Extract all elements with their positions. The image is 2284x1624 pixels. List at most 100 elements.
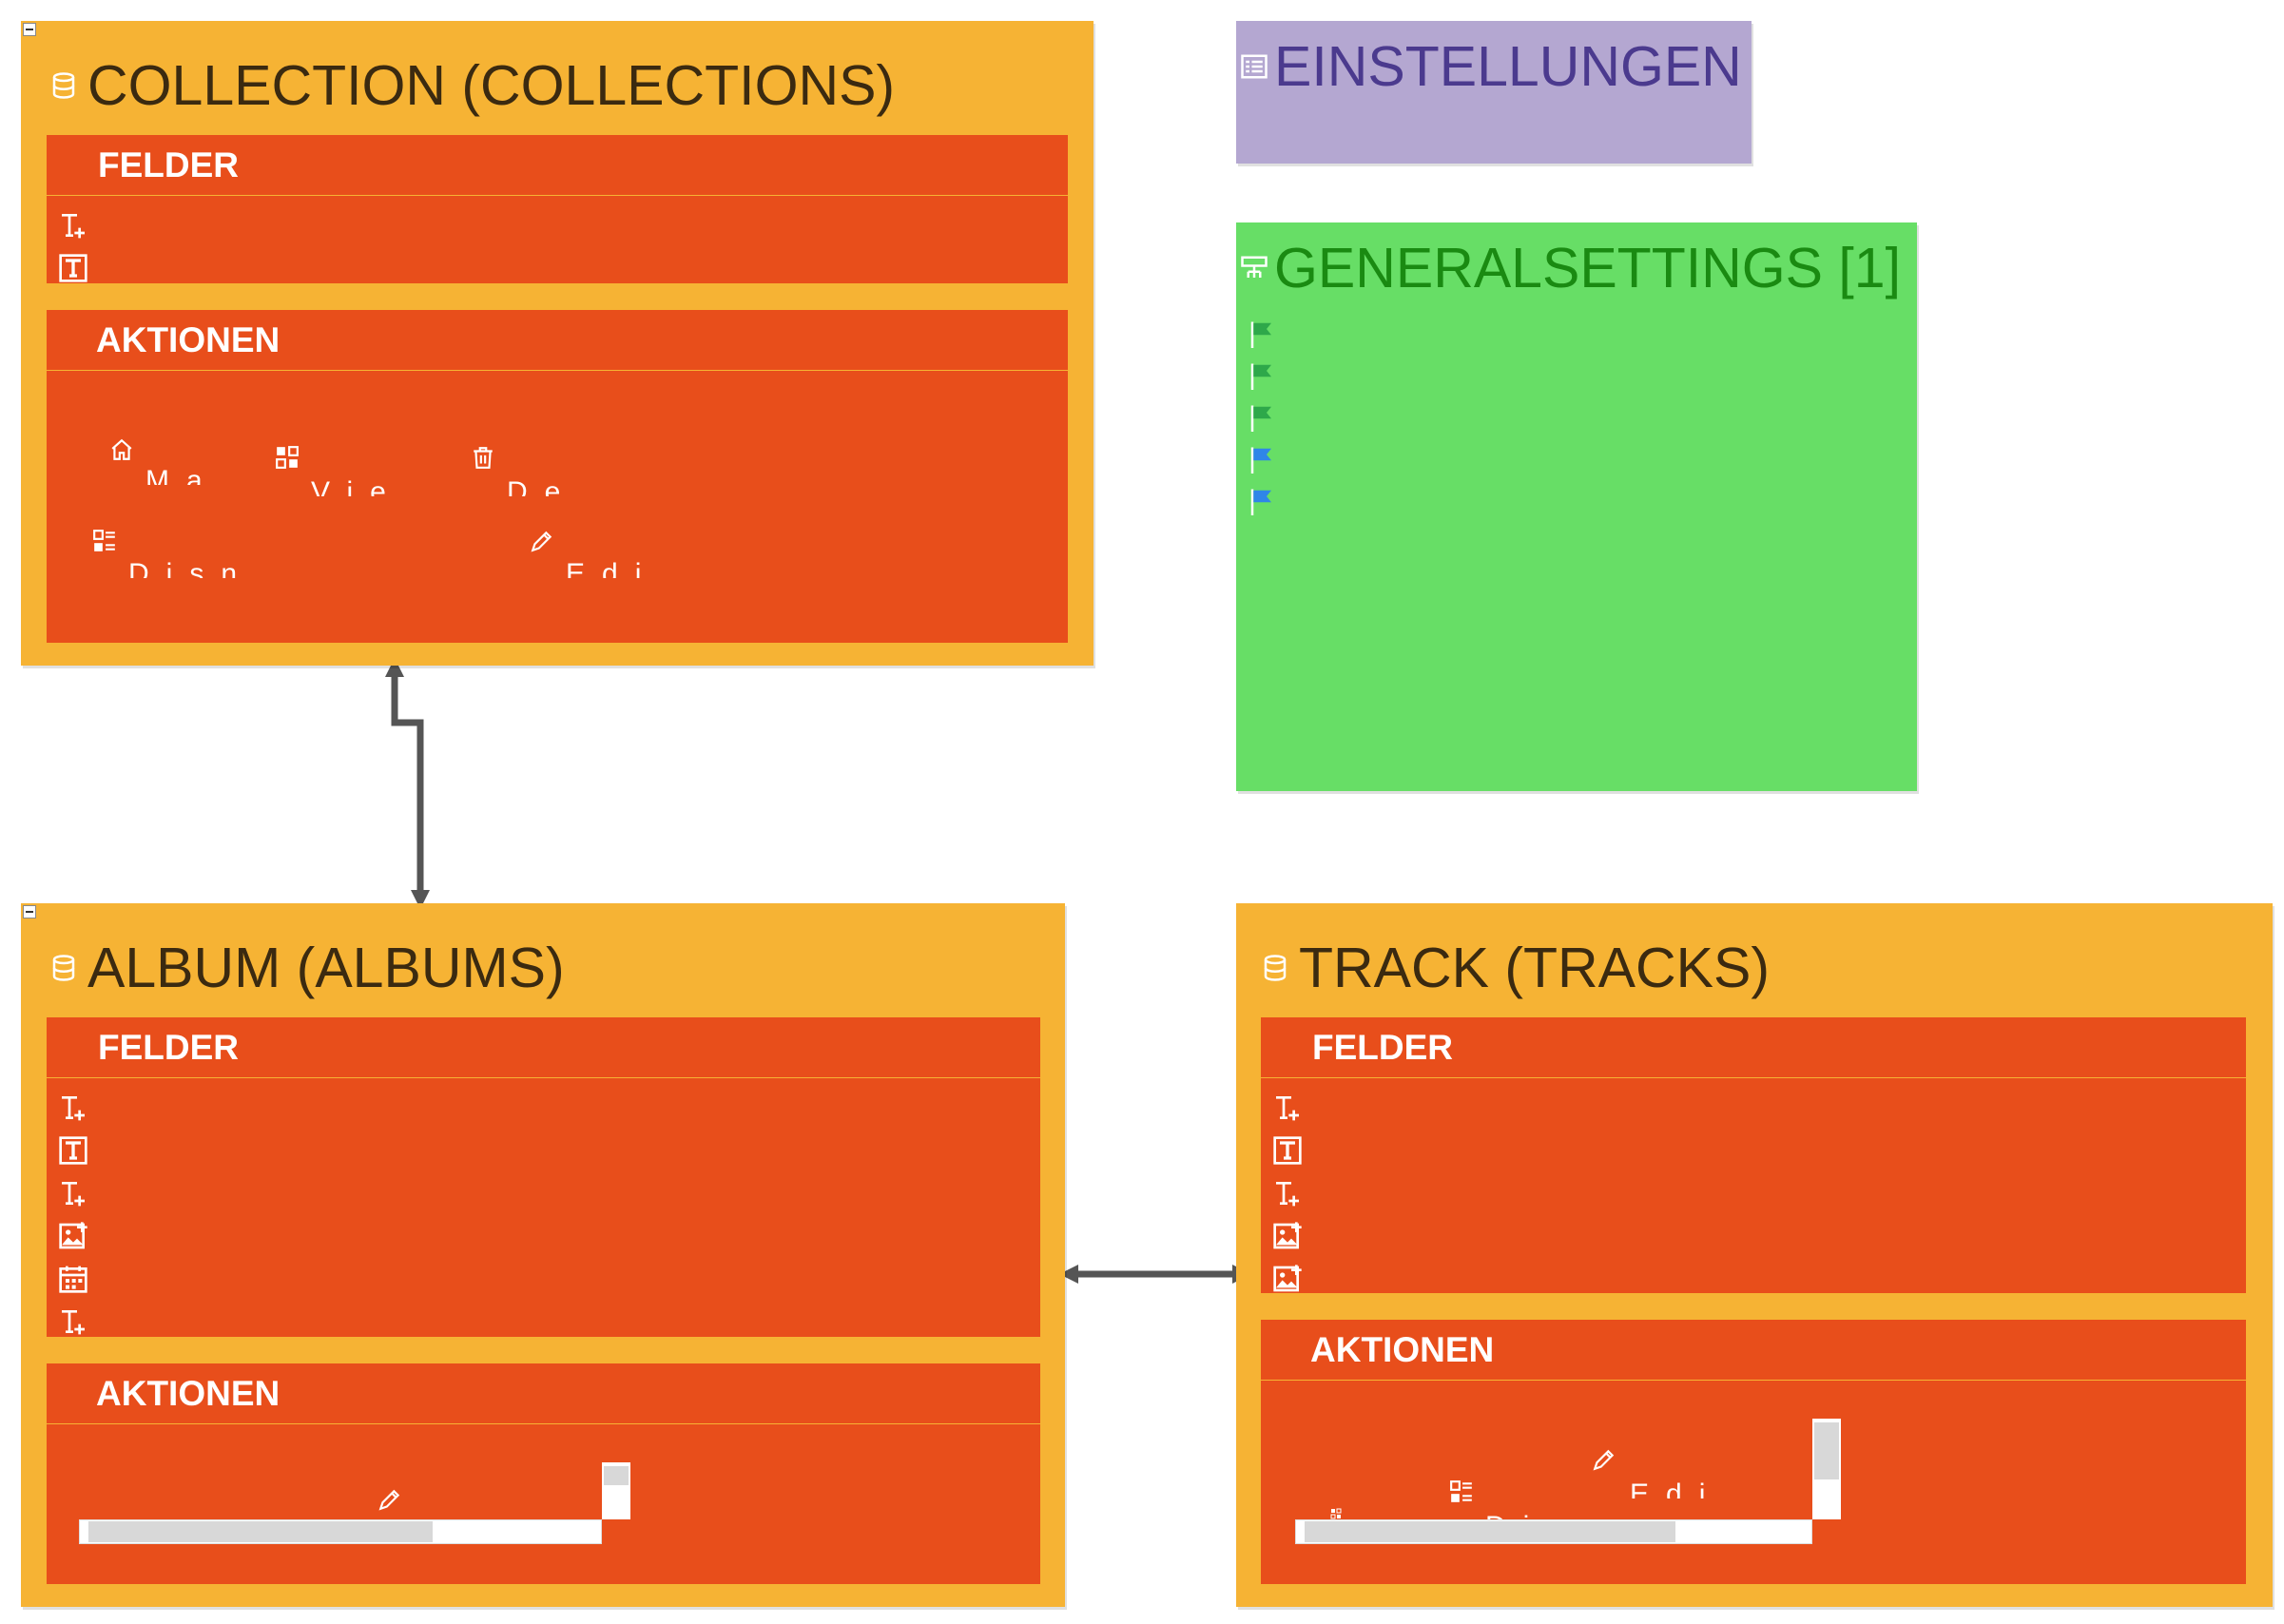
action-edit[interactable] bbox=[377, 1487, 402, 1512]
arrowhead-collection bbox=[385, 658, 404, 677]
field-row[interactable] bbox=[1261, 1171, 2246, 1214]
entity-track[interactable]: TRACK (TRACKS) FELDER AKTIONEN Edi bbox=[1236, 903, 2273, 1607]
general-settings-title-text: GENERALSETTINGS [1] bbox=[1274, 237, 1901, 300]
field-row[interactable] bbox=[1261, 1086, 2246, 1129]
entity-album[interactable]: ALBUM (ALBUMS) FELDER AKTIONEN bbox=[21, 903, 1065, 1607]
entity-collection[interactable]: COLLECTION (COLLECTIONS) FELDER AKTIONEN… bbox=[21, 21, 1094, 666]
action-view[interactable]: Vie bbox=[275, 445, 386, 496]
general-settings-title: GENERALSETTINGS [1] bbox=[1240, 236, 1901, 300]
fields-header: FELDER bbox=[1261, 1017, 2246, 1078]
horizontal-scrollbar[interactable] bbox=[79, 1519, 602, 1544]
vertical-scrollbar[interactable] bbox=[602, 1462, 630, 1519]
text-box-icon bbox=[1272, 1135, 1303, 1166]
actions-header: AKTIONEN bbox=[1261, 1320, 2246, 1381]
action-label: Vie bbox=[311, 476, 403, 496]
database-icon bbox=[49, 954, 78, 982]
image-icon bbox=[58, 1221, 88, 1251]
action-display[interactable]: Disn bbox=[92, 529, 237, 578]
field-list bbox=[47, 1078, 1040, 1343]
field-row[interactable] bbox=[1261, 1129, 2246, 1171]
list-detail-icon bbox=[1449, 1479, 1474, 1504]
action-home[interactable]: Ma bbox=[109, 437, 203, 485]
scrollbar-thumb[interactable] bbox=[604, 1466, 629, 1485]
list-detail-icon bbox=[92, 529, 117, 553]
entity-title-text: TRACK (TRACKS) bbox=[1299, 937, 1770, 999]
settings-icon bbox=[1240, 254, 1268, 282]
text-field-icon bbox=[1272, 1092, 1303, 1123]
field-list bbox=[1261, 1078, 2246, 1300]
action-display[interactable]: Di bbox=[1449, 1479, 1529, 1519]
action-delete[interactable]: De bbox=[471, 445, 560, 496]
connector-collection-album bbox=[391, 673, 424, 894]
action-label: Di bbox=[1485, 1510, 1580, 1519]
home-icon bbox=[109, 437, 134, 462]
fields-section: FELDER bbox=[47, 135, 1068, 283]
field-row[interactable] bbox=[47, 1257, 1040, 1300]
action-label: Disn bbox=[128, 558, 255, 578]
text-field-icon bbox=[1272, 1178, 1303, 1208]
flag-icon bbox=[1250, 405, 1271, 432]
actions-header: AKTIONEN bbox=[47, 1363, 1040, 1424]
entity-title: COLLECTION (COLLECTIONS) bbox=[49, 54, 896, 117]
note-icon bbox=[1240, 52, 1268, 81]
fields-header: FELDER bbox=[47, 135, 1068, 196]
view-grid-icon bbox=[1324, 1508, 1348, 1519]
view-grid-icon bbox=[275, 445, 300, 470]
settings-note[interactable]: EINSTELLUNGEN bbox=[1236, 21, 1752, 164]
flag-icon bbox=[1250, 363, 1271, 390]
action-edit[interactable]: Edi bbox=[530, 529, 641, 578]
arrowhead-album bbox=[411, 890, 430, 909]
field-row[interactable] bbox=[1261, 1257, 2246, 1300]
action-label: Edi bbox=[566, 558, 659, 578]
arrowhead-album-side bbox=[1059, 1265, 1078, 1284]
field-list bbox=[47, 196, 1068, 289]
text-field-icon bbox=[58, 210, 88, 241]
field-row[interactable] bbox=[47, 1086, 1040, 1129]
actions-section: AKTIONEN Edi Di bbox=[1261, 1320, 2246, 1584]
database-icon bbox=[49, 71, 78, 100]
image-icon bbox=[1272, 1264, 1303, 1294]
field-row[interactable] bbox=[47, 1214, 1040, 1257]
actions-header: AKTIONEN bbox=[47, 310, 1068, 371]
calendar-icon bbox=[58, 1264, 88, 1294]
vertical-scrollbar[interactable] bbox=[1812, 1419, 1841, 1519]
field-row[interactable] bbox=[47, 1300, 1040, 1343]
actions-section: AKTIONEN Ma Vie De Disn Edi bbox=[47, 310, 1068, 643]
flag-icon bbox=[1250, 489, 1271, 515]
scrollbar-thumb[interactable] bbox=[88, 1521, 433, 1542]
fields-section: FELDER bbox=[47, 1017, 1040, 1337]
fields-header: FELDER bbox=[47, 1017, 1040, 1078]
image-icon bbox=[1272, 1221, 1303, 1251]
settings-title-text: EINSTELLUNGEN bbox=[1274, 35, 1742, 98]
database-icon bbox=[1261, 954, 1289, 982]
pencil-icon bbox=[1592, 1447, 1616, 1472]
field-row[interactable] bbox=[47, 1129, 1040, 1171]
general-settings[interactable]: GENERALSETTINGS [1] bbox=[1236, 222, 1917, 791]
text-field-icon bbox=[58, 1092, 88, 1123]
action-label: De bbox=[507, 476, 578, 496]
field-row[interactable] bbox=[47, 203, 1068, 246]
scrollbar-thumb[interactable] bbox=[1814, 1422, 1839, 1479]
actions-section: AKTIONEN bbox=[47, 1363, 1040, 1584]
pencil-icon bbox=[530, 529, 554, 553]
action-label: Ma bbox=[145, 465, 220, 485]
scrollbar-thumb[interactable] bbox=[1305, 1521, 1675, 1542]
collapse-toggle[interactable] bbox=[23, 905, 36, 918]
text-box-icon bbox=[58, 1135, 88, 1166]
field-row[interactable] bbox=[1261, 1214, 2246, 1257]
text-field-icon bbox=[58, 1178, 88, 1208]
action-label: Edi bbox=[1630, 1479, 1723, 1498]
entity-title: ALBUM (ALBUMS) bbox=[49, 937, 565, 999]
entity-title-text: COLLECTION (COLLECTIONS) bbox=[87, 54, 896, 117]
action-edit[interactable]: Edi bbox=[1592, 1447, 1705, 1498]
action-view[interactable] bbox=[1324, 1508, 1348, 1519]
text-field-icon bbox=[58, 1306, 88, 1337]
flag-icon bbox=[1250, 321, 1271, 348]
entity-title: TRACK (TRACKS) bbox=[1261, 937, 1770, 999]
settings-title: EINSTELLUNGEN bbox=[1240, 34, 1742, 99]
field-row[interactable] bbox=[47, 246, 1068, 289]
field-row[interactable] bbox=[47, 1171, 1040, 1214]
entity-title-text: ALBUM (ALBUMS) bbox=[87, 937, 565, 999]
horizontal-scrollbar[interactable] bbox=[1295, 1519, 1812, 1544]
collapse-toggle[interactable] bbox=[23, 23, 36, 36]
